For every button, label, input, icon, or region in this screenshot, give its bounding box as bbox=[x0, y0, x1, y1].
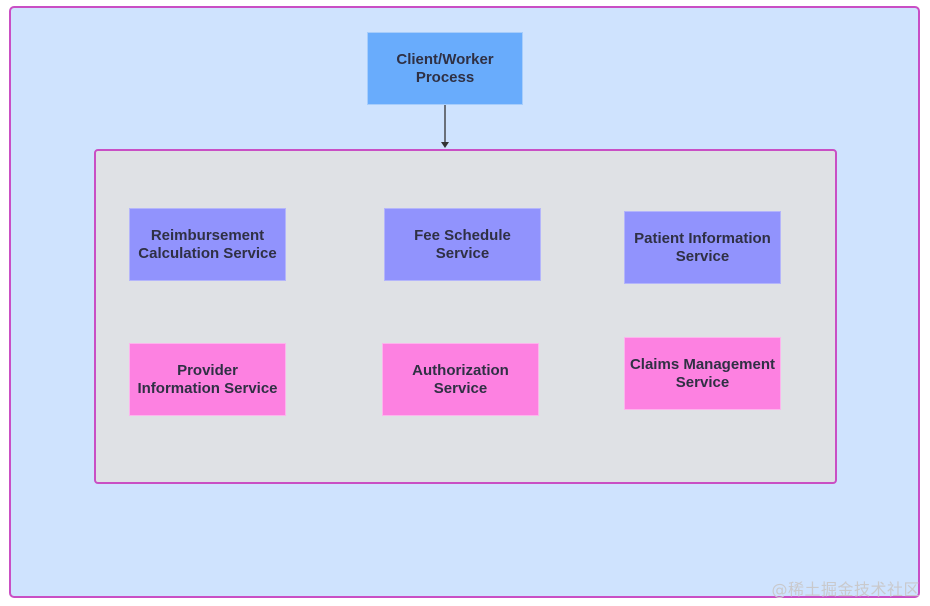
claims-management-service-box: Claims Management Service bbox=[624, 337, 781, 410]
fee-schedule-service-label: Fee Schedule Service bbox=[414, 226, 511, 262]
watermark: @稀土掘金技术社区 bbox=[771, 580, 920, 599]
client-worker-process-box: Client/Worker Process bbox=[367, 32, 523, 105]
provider-information-service-box: Provider Information Service bbox=[129, 343, 286, 416]
patient-information-service-box: Patient Information Service bbox=[624, 211, 781, 284]
fee-schedule-service-box: Fee Schedule Service bbox=[384, 208, 541, 281]
client-worker-process-label: Client/Worker Process bbox=[396, 50, 494, 86]
authorization-service-box: Authorization Service bbox=[382, 343, 539, 416]
reimbursement-calculation-service-box: Reimbursement Calculation Service bbox=[129, 208, 286, 281]
authorization-service-label: Authorization Service bbox=[412, 361, 509, 397]
reimbursement-calculation-service-label: Reimbursement Calculation Service bbox=[138, 226, 277, 262]
services-container bbox=[94, 149, 837, 484]
patient-information-service-label: Patient Information Service bbox=[634, 229, 771, 265]
claims-management-service-label: Claims Management Service bbox=[629, 355, 776, 391]
provider-information-service-label: Provider Information Service bbox=[137, 361, 278, 397]
